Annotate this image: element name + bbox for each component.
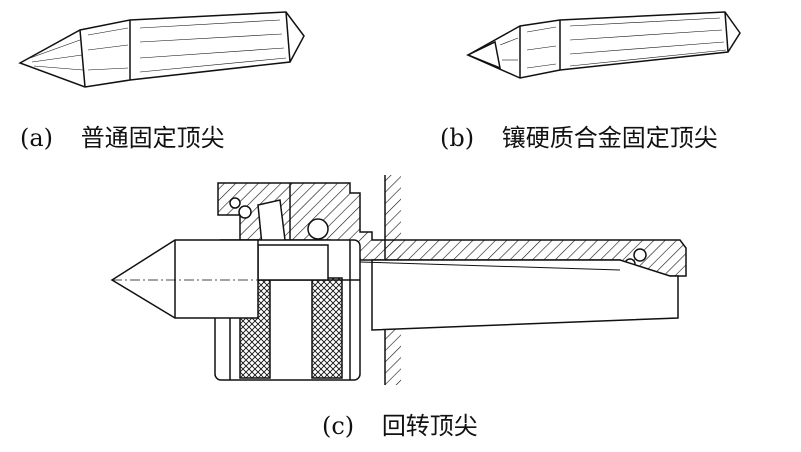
caption-c: (c) 回转顶尖 (322, 406, 478, 441)
caption-a: (a) 普通固定顶尖 (20, 118, 225, 153)
caption-b-text: 镶硬质合金固定顶尖 (501, 124, 718, 152)
caption-a-letter: (a) (20, 124, 54, 152)
center-b (466, 11, 741, 79)
caption-b-letter: (b) (440, 124, 475, 152)
center-a (18, 11, 305, 88)
caption-c-letter: (c) (322, 412, 355, 440)
live-center (110, 175, 687, 385)
caption-a-text: 普通固定顶尖 (80, 124, 225, 152)
caption-b: (b) 镶硬质合金固定顶尖 (440, 118, 718, 153)
caption-c-text: 回转顶尖 (381, 412, 478, 440)
